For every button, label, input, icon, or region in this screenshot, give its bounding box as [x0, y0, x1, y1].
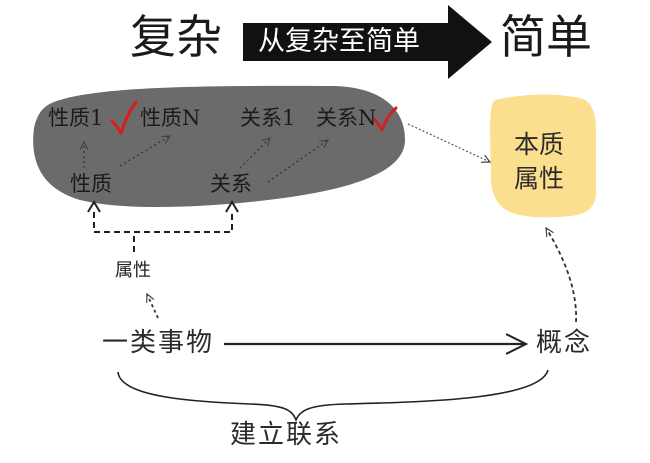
label-build-link: 建立联系	[230, 420, 343, 450]
label-property-n: 性质N	[140, 106, 201, 130]
label-property-1: 性质1	[48, 106, 104, 130]
arrow-relation-to-relationN	[267, 140, 328, 183]
label-relation-n: 关系N	[316, 106, 377, 130]
label-category: 一类事物	[102, 328, 215, 358]
header-right-word: 简单	[500, 10, 592, 64]
bracket-arrowhead-right	[225, 200, 239, 213]
bracket-attribute-split	[93, 212, 233, 233]
header-arrow-shape	[243, 5, 492, 79]
header-arrow-label: 从复杂至简单	[258, 26, 420, 57]
arrow-category-to-attribute	[147, 294, 159, 319]
check-mark-1	[110, 100, 138, 135]
essence-box	[490, 94, 596, 218]
essence-line-1: 本质	[514, 130, 565, 159]
label-attribute: 属性	[115, 260, 151, 281]
label-relation-1: 关系1	[240, 106, 296, 130]
check-mark-2	[372, 106, 398, 132]
label-relation: 关系	[210, 172, 252, 196]
link-brace	[117, 369, 549, 423]
arrow-blob-to-essence	[407, 123, 490, 162]
bracket-arrowhead-left	[87, 200, 101, 213]
label-concept: 概念	[536, 328, 593, 358]
header-left-word: 复杂	[130, 10, 222, 64]
label-property: 性质	[70, 172, 112, 196]
essence-line-2: 属性	[514, 164, 565, 193]
arrow-relation-to-relation1	[239, 138, 270, 169]
arrow-concept-to-essence	[545, 228, 577, 323]
